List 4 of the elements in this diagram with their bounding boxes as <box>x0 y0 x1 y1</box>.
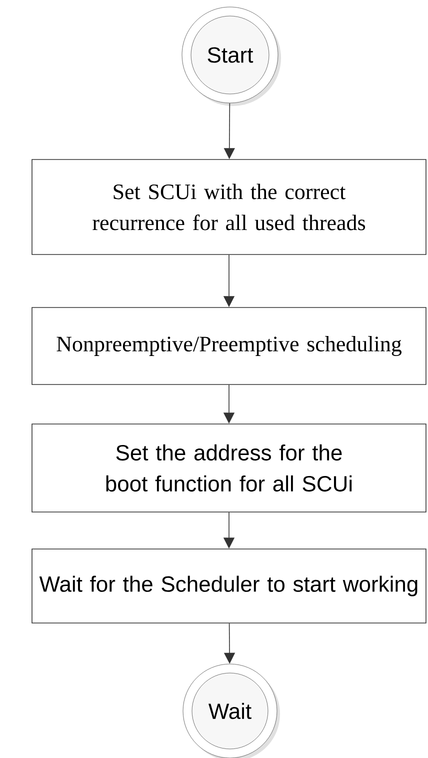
process-box: Wait for the Scheduler to start working <box>32 548 426 624</box>
process-box: Nonpreemptive/Preemptive scheduling <box>32 307 426 385</box>
process-box: Set the address for the boot function for all SCUi <box>32 424 426 512</box>
process-box: Set SCUi with the correct recurrence for all used threads <box>32 159 426 255</box>
